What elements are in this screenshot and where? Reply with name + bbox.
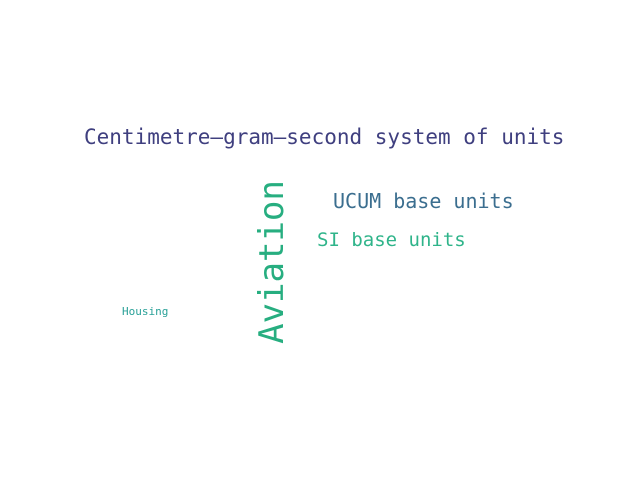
word-ucum-base-units: UCUM base units xyxy=(333,189,514,213)
word-housing: Housing xyxy=(122,305,169,318)
word-aviation: Aviation xyxy=(252,180,292,344)
word-cgs-system: Centimetre–gram–second system of units xyxy=(84,125,565,149)
word-si-base-units: SI base units xyxy=(317,229,466,251)
